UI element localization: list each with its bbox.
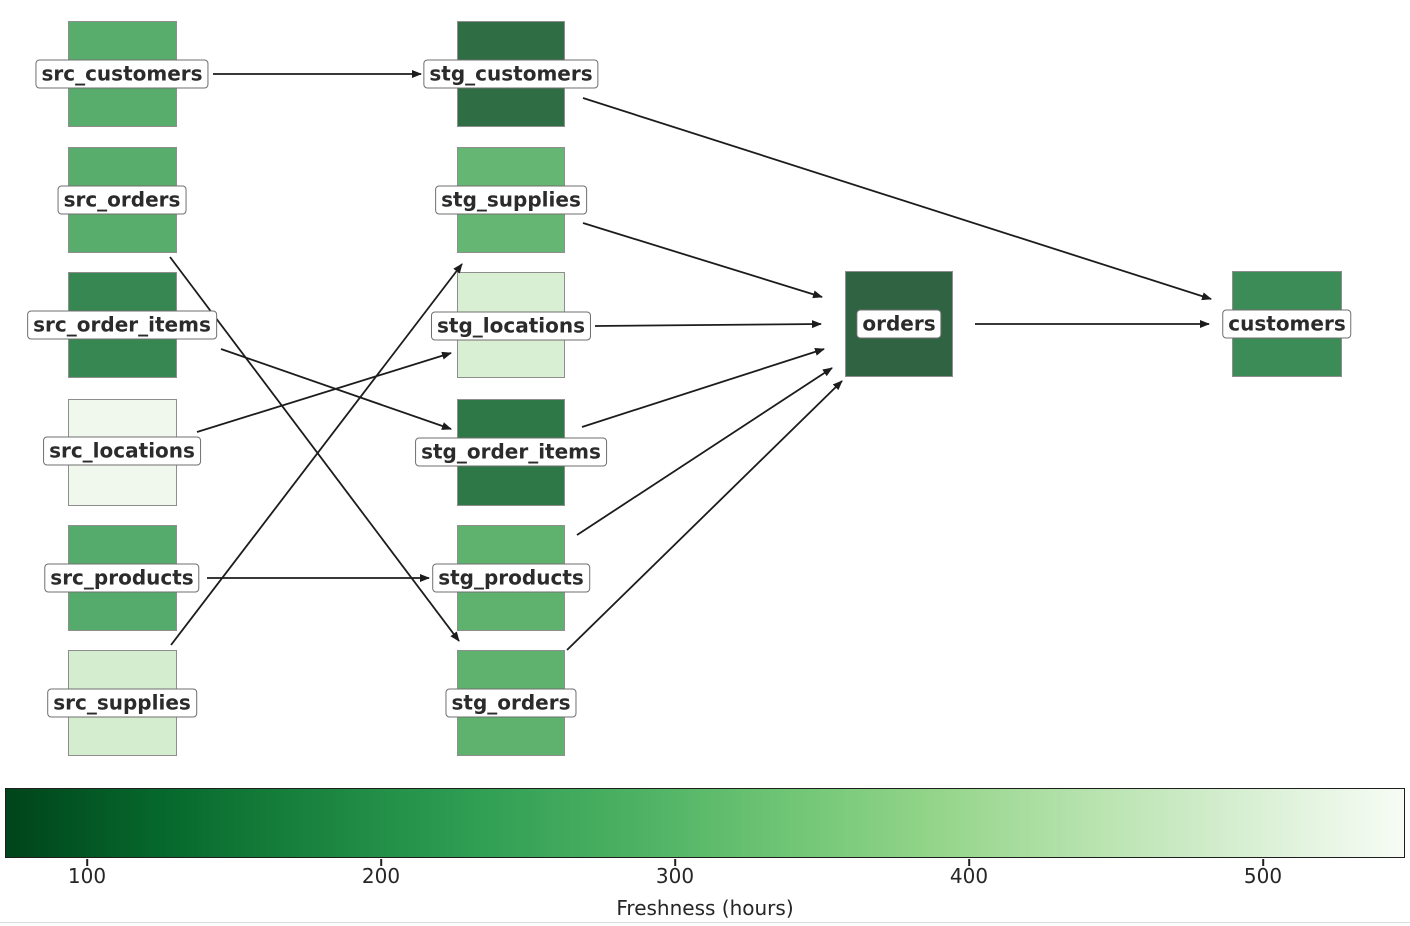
node-stg-order-items-label: stg_order_items (415, 437, 607, 467)
node-stg-products-label: stg_products (432, 563, 590, 593)
node-src-customers-label: src_customers (35, 59, 209, 89)
colorbar-tick-100 (86, 859, 88, 866)
colorbar-tick-label-400: 400 (949, 864, 989, 888)
colorbar-tick-label-200: 200 (361, 864, 401, 888)
colorbar-tick-500 (1262, 859, 1264, 866)
node-src-orders-label: src_orders (57, 185, 187, 215)
node-src-locations-label: src_locations (43, 436, 201, 466)
colorbar-axis-label: Freshness (hours) (616, 896, 794, 920)
edge-stg-order-items-to-orders (581, 347, 825, 428)
node-stg-customers-label: stg_customers (423, 59, 599, 89)
edge-layer (169, 70, 1212, 651)
node-stg-orders-label: stg_orders (445, 688, 577, 718)
colorbar-tick-200 (380, 859, 382, 866)
edge-src-locations-to-stg-locations (196, 351, 452, 433)
figure-bottom-rule (0, 922, 1410, 923)
node-src-products-label: src_products (44, 563, 200, 593)
node-customers-label: customers (1222, 309, 1352, 339)
edge-stg-orders-to-orders (566, 380, 843, 651)
node-src-supplies-label: src_supplies (47, 688, 197, 718)
colorbar-tick-300 (674, 859, 676, 866)
node-orders-label: orders (856, 309, 942, 339)
node-stg-supplies-label: stg_supplies (435, 185, 587, 215)
colorbar-tick-label-500: 500 (1243, 864, 1283, 888)
node-src-order-items-label: src_order_items (27, 310, 217, 340)
edge-src-supplies-to-stg-supplies (170, 263, 463, 646)
edge-src-orders-to-stg-orders (169, 256, 460, 642)
edge-stg-customers-to-customers (582, 97, 1212, 301)
node-stg-locations-label: stg_locations (430, 311, 592, 341)
edge-stg-products-to-orders (576, 367, 833, 536)
colorbar-tick-label-100: 100 (67, 864, 107, 888)
colorbar-tick-400 (968, 859, 970, 866)
edge-stg-supplies-to-orders (582, 222, 823, 299)
freshness-colorbar (5, 788, 1405, 858)
colorbar-tick-label-300: 300 (655, 864, 695, 888)
edge-stg-locations-to-orders (594, 320, 822, 329)
